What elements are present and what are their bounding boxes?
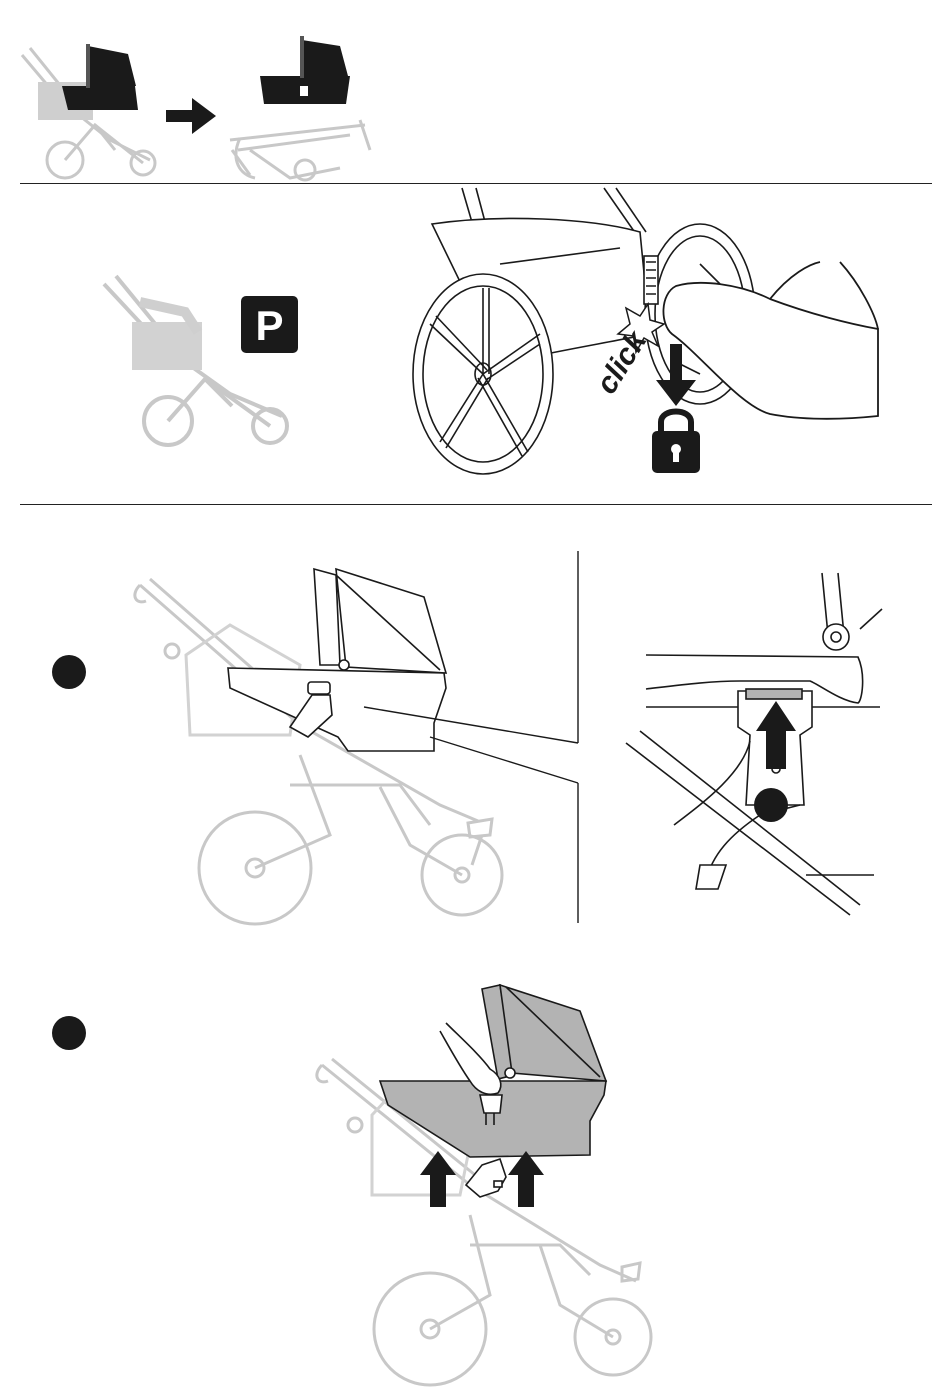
step-2-panel [0,945,950,1392]
step-1-illustration [0,505,950,945]
step-1-panel [0,505,950,945]
arrow-up-icon [420,1151,456,1207]
overview-illustration [0,0,950,183]
bassinet-black-illustration [62,44,138,110]
step-2-illustration [0,945,950,1392]
adapter-piece-illustration [466,1159,506,1197]
arrow-up-icon [508,1151,544,1207]
parking-brake-illustration: P [0,184,950,504]
arrow-right-icon [166,98,216,134]
step-1-marker [52,655,86,689]
adapter-detail-illustration [626,573,882,915]
step-1-detail-marker [754,788,788,822]
stroller-frame-folded-illustration [230,120,370,180]
overview-panel [0,0,950,183]
parking-badge-letter: P [255,302,283,349]
bassinet-outline-illustration [228,569,446,751]
parking-brake-panel: P [0,184,950,504]
lock-icon [652,412,700,474]
parking-brake-icon: P [241,296,298,353]
bassinet-detached-illustration [260,36,350,104]
step-2-marker [52,1016,86,1050]
